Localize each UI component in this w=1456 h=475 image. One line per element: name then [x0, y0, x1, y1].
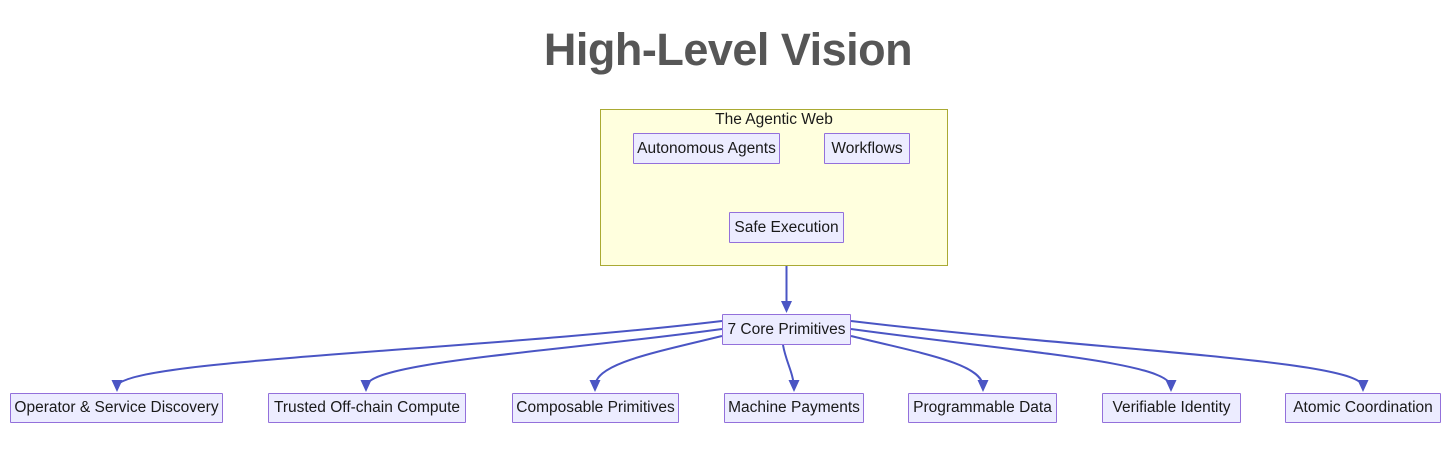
arrowhead-core-to-atomic — [1357, 380, 1369, 392]
cluster-agentic-web-label: The Agentic Web — [715, 111, 833, 128]
arrowhead-core-to-composable — [589, 380, 601, 392]
arrowhead-core-to-machine — [788, 380, 800, 392]
arrowhead-safe-to-core — [781, 301, 792, 313]
edge-core-to-trusted — [365, 328, 723, 388]
node-programmable-data: Programmable Data — [908, 393, 1057, 423]
node-atomic-coordination: Atomic Coordination — [1285, 393, 1441, 423]
edge-core-to-composable — [594, 335, 723, 388]
arrowhead-core-to-programmable — [977, 380, 989, 392]
edge-core-to-operator — [116, 320, 723, 388]
arrowhead-core-to-trusted — [360, 380, 372, 392]
edge-core-to-verifiable — [850, 328, 1172, 388]
node-safe-execution: Safe Execution — [729, 212, 844, 243]
node-machine-payments: Machine Payments — [724, 393, 864, 423]
node-composable-primitives: Composable Primitives — [512, 393, 679, 423]
node-operator-service-discovery: Operator & Service Discovery — [10, 393, 223, 423]
node-7-core-primitives: 7 Core Primitives — [722, 314, 851, 345]
edge-core-to-programmable — [850, 335, 984, 388]
node-trusted-offchain-compute: Trusted Off-chain Compute — [268, 393, 466, 423]
arrowhead-core-to-verifiable — [1165, 380, 1177, 392]
node-autonomous-agents: Autonomous Agents — [633, 133, 780, 164]
edge-core-to-atomic — [850, 320, 1364, 388]
node-workflows: Workflows — [824, 133, 910, 164]
edge-core-to-machine — [782, 344, 795, 388]
node-verifiable-identity: Verifiable Identity — [1102, 393, 1241, 423]
page-title: High-Level Vision — [543, 24, 913, 75]
arrowhead-core-to-operator — [111, 380, 123, 392]
